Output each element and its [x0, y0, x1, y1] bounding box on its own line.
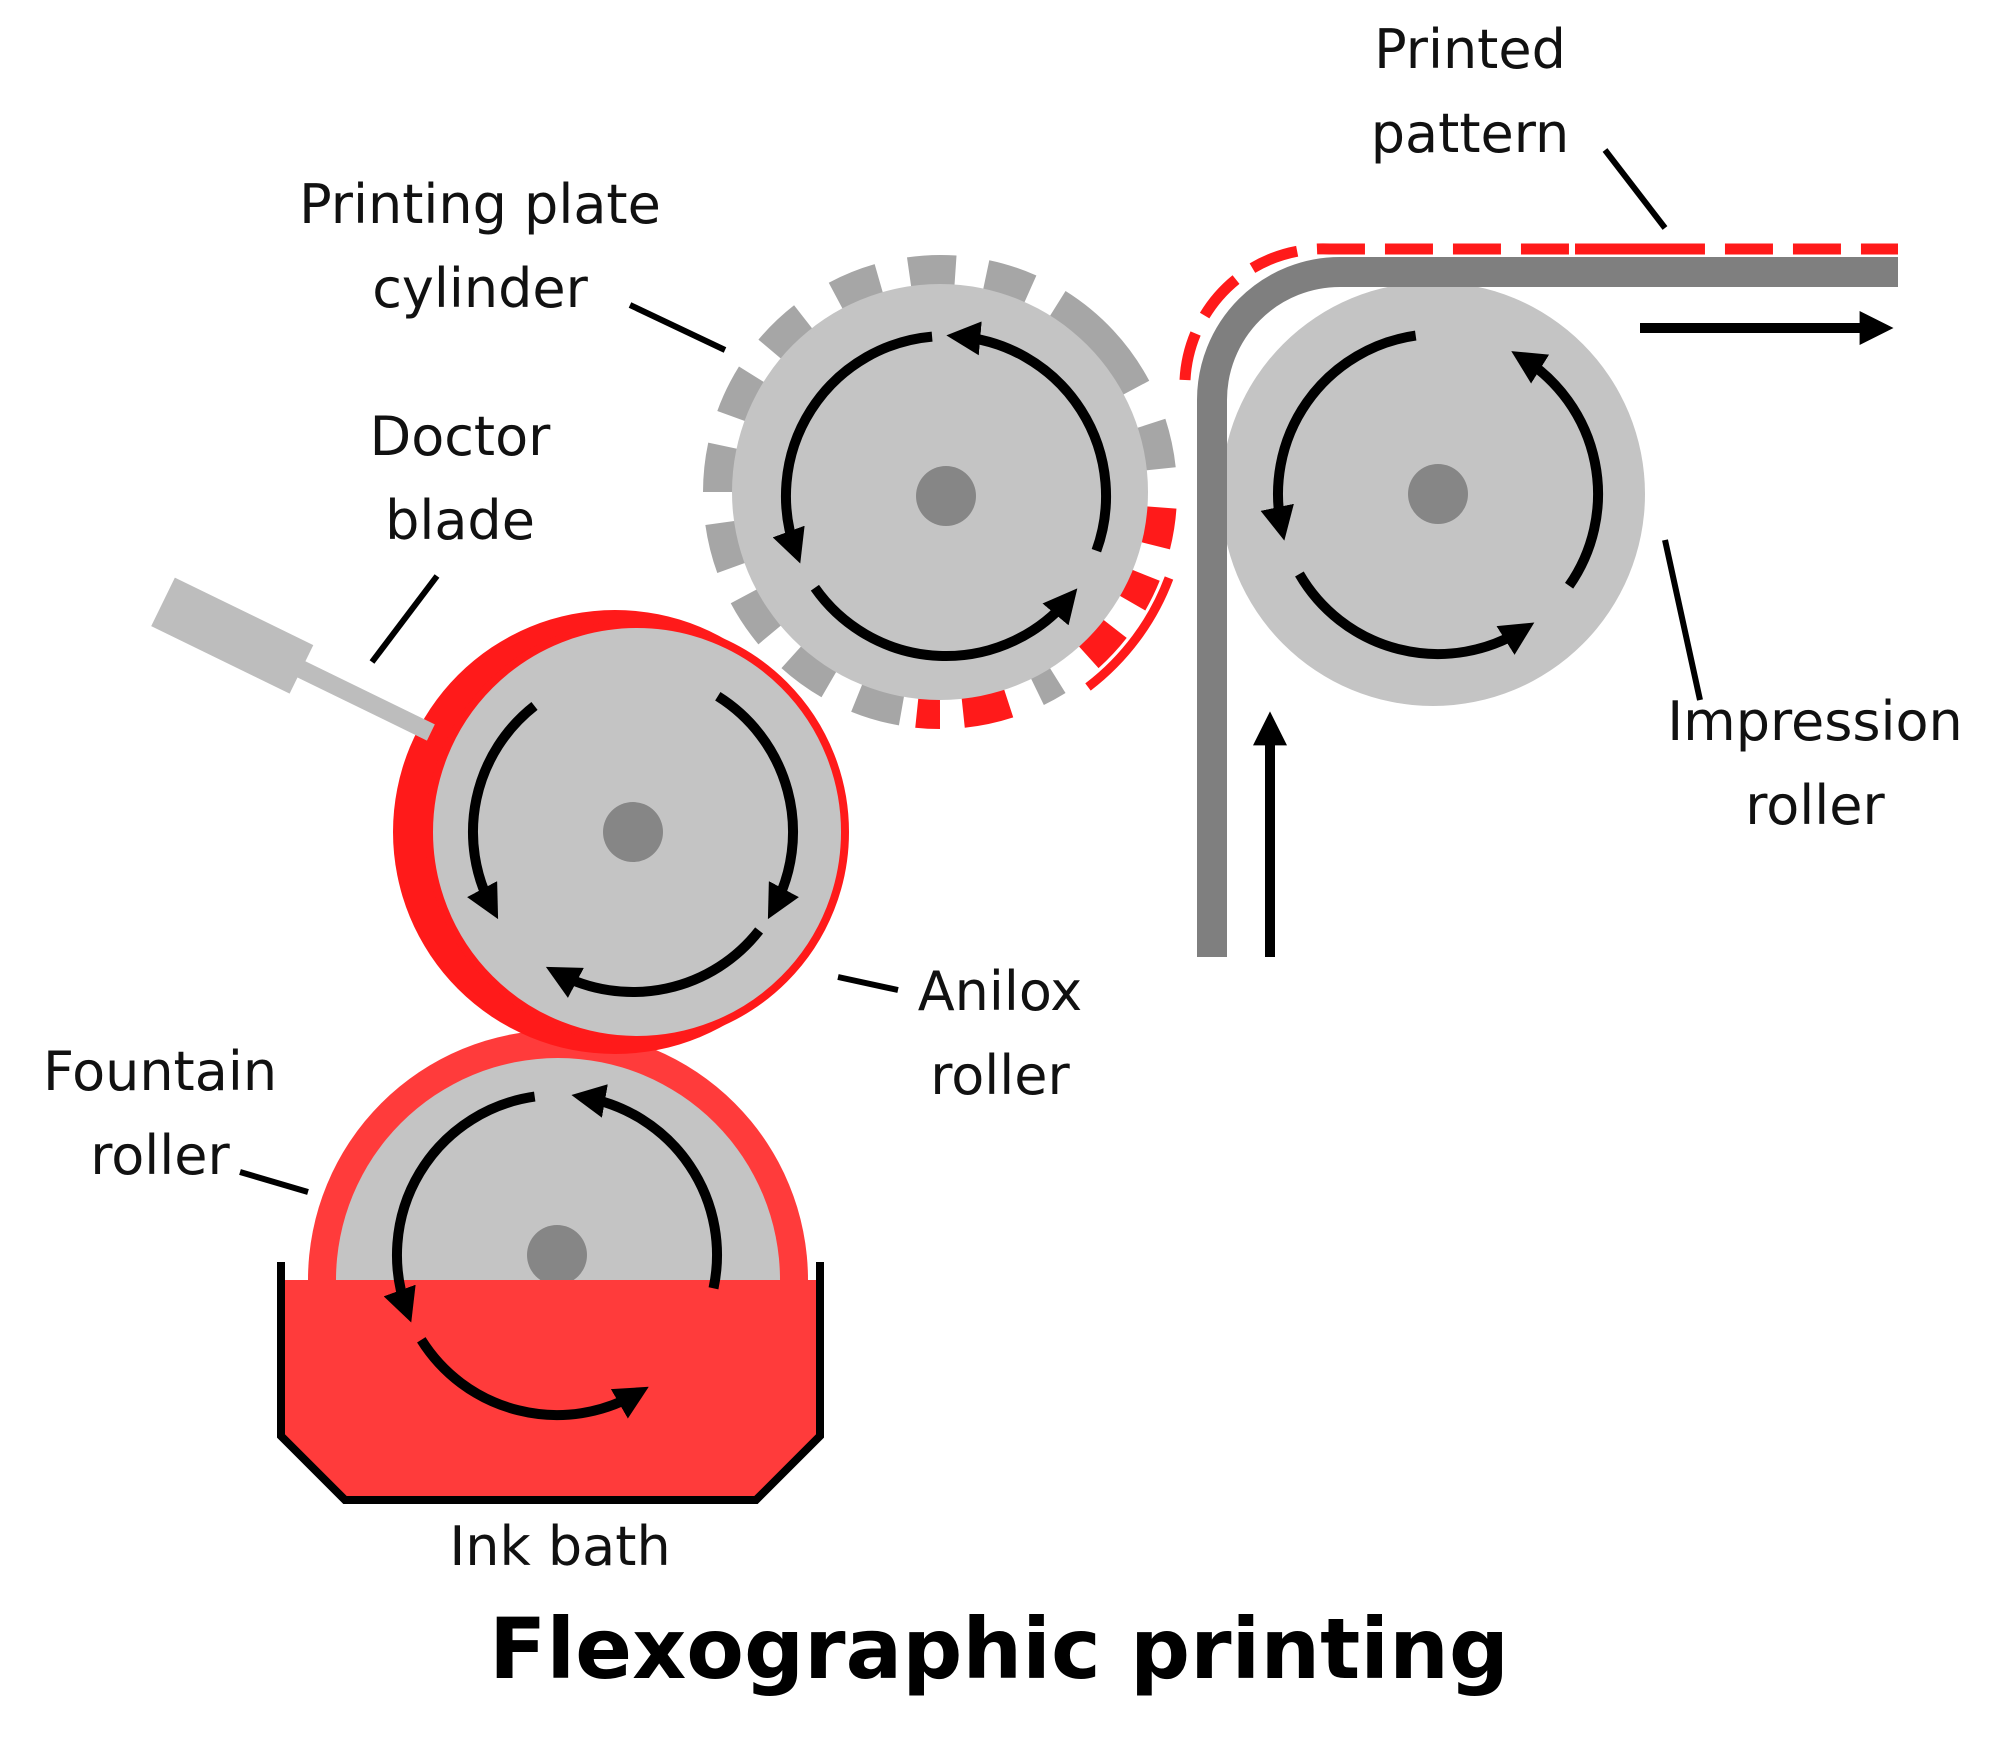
ink-bath-liquid: [281, 1280, 820, 1500]
label-anilox-roller: Anilox roller: [917, 960, 1083, 1107]
doctor-blade-edge: [293, 659, 435, 741]
plate-segment: [705, 520, 746, 574]
plate-segment: [1049, 290, 1150, 396]
plate-segment: [828, 264, 884, 310]
fountain-rotation-arrow: [571, 1084, 722, 1290]
label-doctor-blade: Doctor blade: [369, 405, 551, 552]
ink-bath-container: [277, 1262, 824, 1504]
plate-segment: [1030, 667, 1066, 705]
plate-rotation-arrow: [946, 321, 1112, 553]
leader-impression-roller: [1662, 539, 1703, 701]
impression-rotation-arrow: [1511, 351, 1603, 589]
fountain-roller: [336, 1058, 780, 1280]
label-printing-plate-cylinder: Printing plate cylinder: [299, 173, 661, 320]
plate-segment: [717, 366, 765, 422]
doctor-blade-holder: [151, 577, 314, 694]
plate-rotation-arrow: [810, 584, 1078, 661]
plate-segment: [851, 683, 905, 726]
plate-rotation-arrow: [772, 331, 933, 564]
plate-segment: [1136, 418, 1176, 471]
anilox-rotation-arrow: [715, 692, 799, 920]
plate-segment: [982, 260, 1037, 304]
printing-plate-cylinder-hub: [916, 466, 976, 526]
anilox-rotation-arrow: [545, 927, 764, 998]
impression-rotation-arrow: [1295, 571, 1535, 660]
doctor-blade: [151, 577, 435, 741]
leader-anilox-roller: [837, 974, 899, 993]
plate-segment: [758, 305, 813, 360]
substrate-web: [1179, 243, 1898, 957]
label-ink-bath: Ink bath: [449, 1515, 671, 1578]
leader-doctor-blade: [369, 574, 440, 664]
plate-segment: [703, 442, 738, 493]
fountain-rotation-arrow: [417, 1337, 649, 1421]
fountain-roller-hub: [527, 1225, 587, 1285]
leader-printing-plate-cylinder: [628, 302, 727, 353]
plate-segment: [781, 645, 837, 698]
plate-segment: [906, 255, 957, 288]
label-printed-pattern: Printed pattern: [1370, 18, 1570, 165]
anilox-roller-hub: [603, 802, 663, 862]
label-fountain-roller: Fountain roller: [42, 1040, 278, 1187]
anilox-rotation-arrow: [467, 701, 538, 920]
substrate: [1197, 257, 1898, 957]
ink-bath-group: [277, 1262, 824, 1504]
plate-segment: [961, 688, 1014, 728]
fountain-rotation-arrow: [383, 1091, 536, 1323]
diagram-title: Flexographic printing: [488, 1600, 1510, 1698]
plate-segment: [1078, 619, 1127, 669]
impression-roller-group: [1221, 282, 1645, 706]
leader-printed-pattern: [1602, 148, 1668, 230]
anilox-roller-group: [393, 610, 849, 1054]
plate-segment: [1140, 506, 1177, 550]
rotation-arrows: [383, 321, 1603, 1421]
leader-lines: [239, 148, 1703, 1195]
plate-segment: [730, 588, 782, 645]
plate-segment: [915, 697, 941, 730]
plate-segment: [1119, 569, 1160, 611]
leader-fountain-roller: [239, 1169, 309, 1195]
impression-roller-hub: [1408, 464, 1468, 524]
label-impression-roller: Impression roller: [1667, 690, 1963, 837]
impression-rotation-arrow: [1260, 330, 1417, 541]
web-direction-arrows: [1252, 310, 1894, 957]
plate-ink-arc: [1085, 576, 1174, 691]
printing-plate-segments: [703, 255, 1177, 730]
fountain-roller-group: [308, 1030, 808, 1285]
printed-pattern: [1179, 243, 1898, 381]
